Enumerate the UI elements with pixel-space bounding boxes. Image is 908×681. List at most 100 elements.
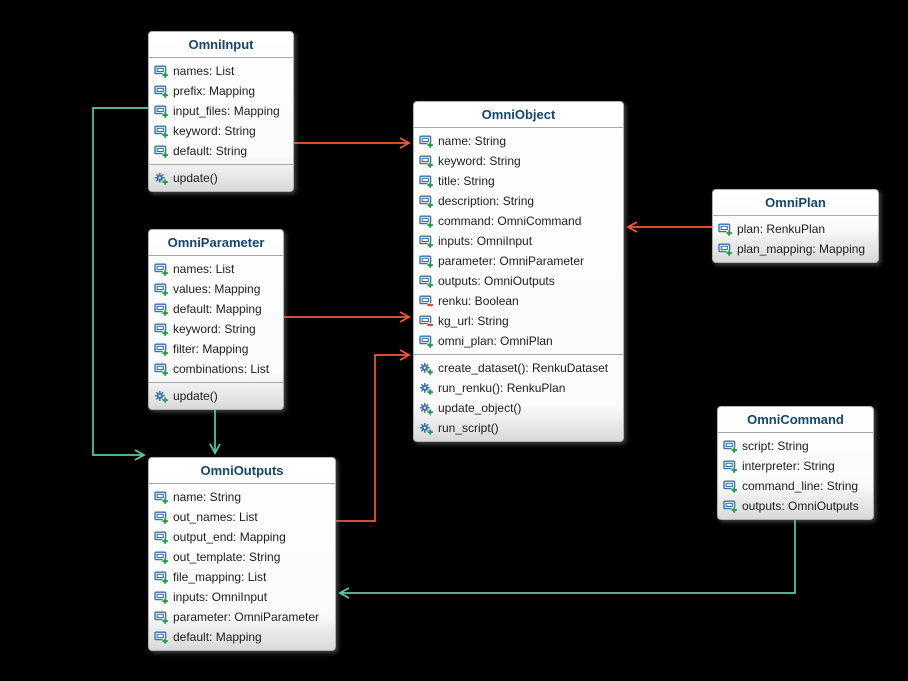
method-label: create_dataset(): RenkuDataset (438, 361, 609, 375)
field-label: kg_url: String (438, 314, 509, 328)
field-row: command: OmniCommand (414, 211, 623, 231)
field-icon (154, 322, 169, 337)
field-label: script: String (742, 439, 809, 453)
field-label: combinations: List (173, 362, 270, 376)
field-label: name: String (438, 134, 507, 148)
field-icon (154, 282, 169, 297)
field-row: description: String (414, 191, 623, 211)
field-label: values: Mapping (173, 282, 261, 296)
field-row: title: String (414, 171, 623, 191)
class-omniinput[interactable]: OmniInput names: List prefix: Mapping in… (148, 31, 294, 192)
method-label: run_script() (438, 421, 499, 435)
field-label: filter: Mapping (173, 342, 249, 356)
field-icon (154, 362, 169, 377)
method-icon (419, 361, 434, 376)
field-icon (154, 342, 169, 357)
field-icon (154, 124, 169, 139)
field-label: inputs: OmniInput (173, 590, 268, 604)
field-icon (154, 262, 169, 277)
field-row: renku: Boolean (414, 291, 623, 311)
method-icon (154, 389, 169, 404)
field-row: output_end: Mapping (149, 527, 335, 547)
omni-outputs-to-omni-object (336, 349, 411, 522)
field-label: default: Mapping (173, 630, 262, 644)
field-icon (154, 550, 169, 565)
method-label: update() (173, 389, 218, 403)
field-row: parameter: OmniParameter (414, 251, 623, 271)
field-label: outputs: OmniOutputs (742, 499, 859, 513)
field-row: out_names: List (149, 507, 335, 527)
field-row: names: List (149, 61, 293, 81)
class-title: OmniObject (414, 102, 623, 128)
field-icon (419, 274, 434, 289)
field-icon (419, 334, 434, 349)
field-row: outputs: OmniOutputs (718, 496, 873, 516)
field-label: parameter: OmniParameter (438, 254, 585, 268)
field-label: title: String (438, 174, 495, 188)
field-row: inputs: OmniInput (149, 587, 335, 607)
method-label: run_renku(): RenkuPlan (438, 381, 566, 395)
class-omniparameter[interactable]: OmniParameter names: List values: Mappin… (148, 229, 284, 410)
method-row: run_renku(): RenkuPlan (414, 378, 623, 398)
field-icon (723, 459, 738, 474)
field-label: interpreter: String (742, 459, 835, 473)
private-field-icon (419, 314, 434, 329)
field-row: keyword: String (149, 319, 283, 339)
field-row: values: Mapping (149, 279, 283, 299)
field-icon (718, 242, 733, 257)
field-row: script: String (718, 436, 873, 456)
field-row: plan_mapping: Mapping (713, 239, 878, 259)
field-label: inputs: OmniInput (438, 234, 533, 248)
class-omniobject[interactable]: OmniObject name: String keyword: String … (413, 101, 624, 442)
field-icon (154, 144, 169, 159)
field-row: command_line: String (718, 476, 873, 496)
field-label: plan_mapping: Mapping (737, 242, 866, 256)
field-icon (154, 610, 169, 625)
field-icon (419, 154, 434, 169)
method-row: run_script() (414, 418, 623, 438)
field-label: file_mapping: List (173, 570, 267, 584)
field-label: keyword: String (173, 124, 256, 138)
method-row: create_dataset(): RenkuDataset (414, 358, 623, 378)
field-label: renku: Boolean (438, 294, 519, 308)
field-label: out_template: String (173, 550, 281, 564)
field-row: combinations: List (149, 359, 283, 379)
class-title: OmniOutputs (149, 458, 335, 484)
field-icon (419, 174, 434, 189)
field-row: parameter: OmniParameter (149, 607, 335, 627)
field-icon (419, 234, 434, 249)
class-title: OmniPlan (713, 190, 878, 216)
class-omnioutputs[interactable]: OmniOutputs name: String out_names: List… (148, 457, 336, 651)
field-label: input_files: Mapping (173, 104, 280, 118)
field-row: plan: RenkuPlan (713, 219, 878, 239)
field-label: plan: RenkuPlan (737, 222, 826, 236)
field-label: parameter: OmniParameter (173, 610, 320, 624)
field-row: outputs: OmniOutputs (414, 271, 623, 291)
field-icon (718, 222, 733, 237)
field-row: default: String (149, 141, 293, 161)
field-icon (419, 214, 434, 229)
field-icon (419, 134, 434, 149)
field-icon (154, 510, 169, 525)
method-row: update() (149, 168, 293, 188)
field-row: inputs: OmniInput (414, 231, 623, 251)
field-icon (154, 570, 169, 585)
field-label: outputs: OmniOutputs (438, 274, 555, 288)
class-omnicommand[interactable]: OmniCommand script: String interpreter: … (717, 406, 874, 520)
field-label: command: OmniCommand (438, 214, 582, 228)
field-row: default: Mapping (149, 627, 335, 647)
field-row: input_files: Mapping (149, 101, 293, 121)
field-row: name: String (149, 487, 335, 507)
field-icon (419, 194, 434, 209)
field-label: output_end: Mapping (173, 530, 286, 544)
class-omniplan[interactable]: OmniPlan plan: RenkuPlan plan_mapping: M… (712, 189, 879, 263)
method-icon (419, 421, 434, 436)
field-row: prefix: Mapping (149, 81, 293, 101)
field-row: file_mapping: List (149, 567, 335, 587)
field-label: out_names: List (173, 510, 258, 524)
field-icon (154, 84, 169, 99)
field-label: default: Mapping (173, 302, 262, 316)
field-label: names: List (173, 64, 235, 78)
method-icon (154, 171, 169, 186)
